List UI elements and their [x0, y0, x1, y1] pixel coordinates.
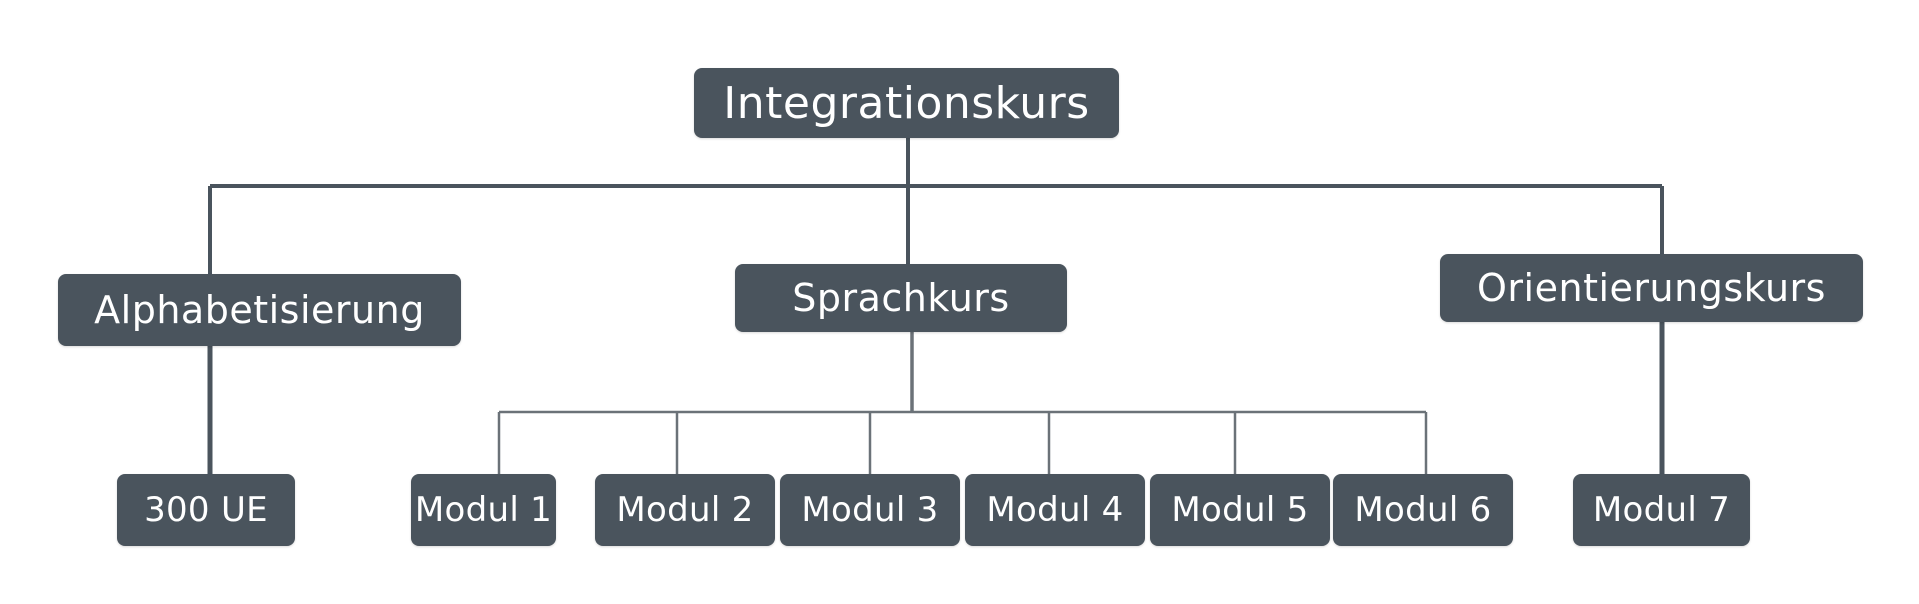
leaf-node-modul-4: Modul 4	[965, 474, 1145, 546]
leaf-node-modul-7: Modul 7	[1573, 474, 1750, 546]
branch-node-orientierungskurs: Orientierungskurs	[1440, 254, 1863, 322]
leaf-node-modul-5: Modul 5	[1150, 474, 1330, 546]
leaf-node-modul-1: Modul 1	[411, 474, 556, 546]
leaf-node-modul-6: Modul 6	[1333, 474, 1513, 546]
branch-node-alphabetisierung: Alphabetisierung	[58, 274, 461, 346]
leaf-node-modul-3: Modul 3	[780, 474, 960, 546]
leaf-node-modul-2: Modul 2	[595, 474, 775, 546]
branch-node-sprachkurs: Sprachkurs	[735, 264, 1067, 332]
sprachkurs-connectors	[497, 332, 1428, 474]
leaf-node-300-ue: 300 UE	[117, 474, 295, 546]
root-node-integrationskurs: Integrationskurs	[694, 68, 1119, 138]
root-connectors	[208, 138, 1664, 274]
